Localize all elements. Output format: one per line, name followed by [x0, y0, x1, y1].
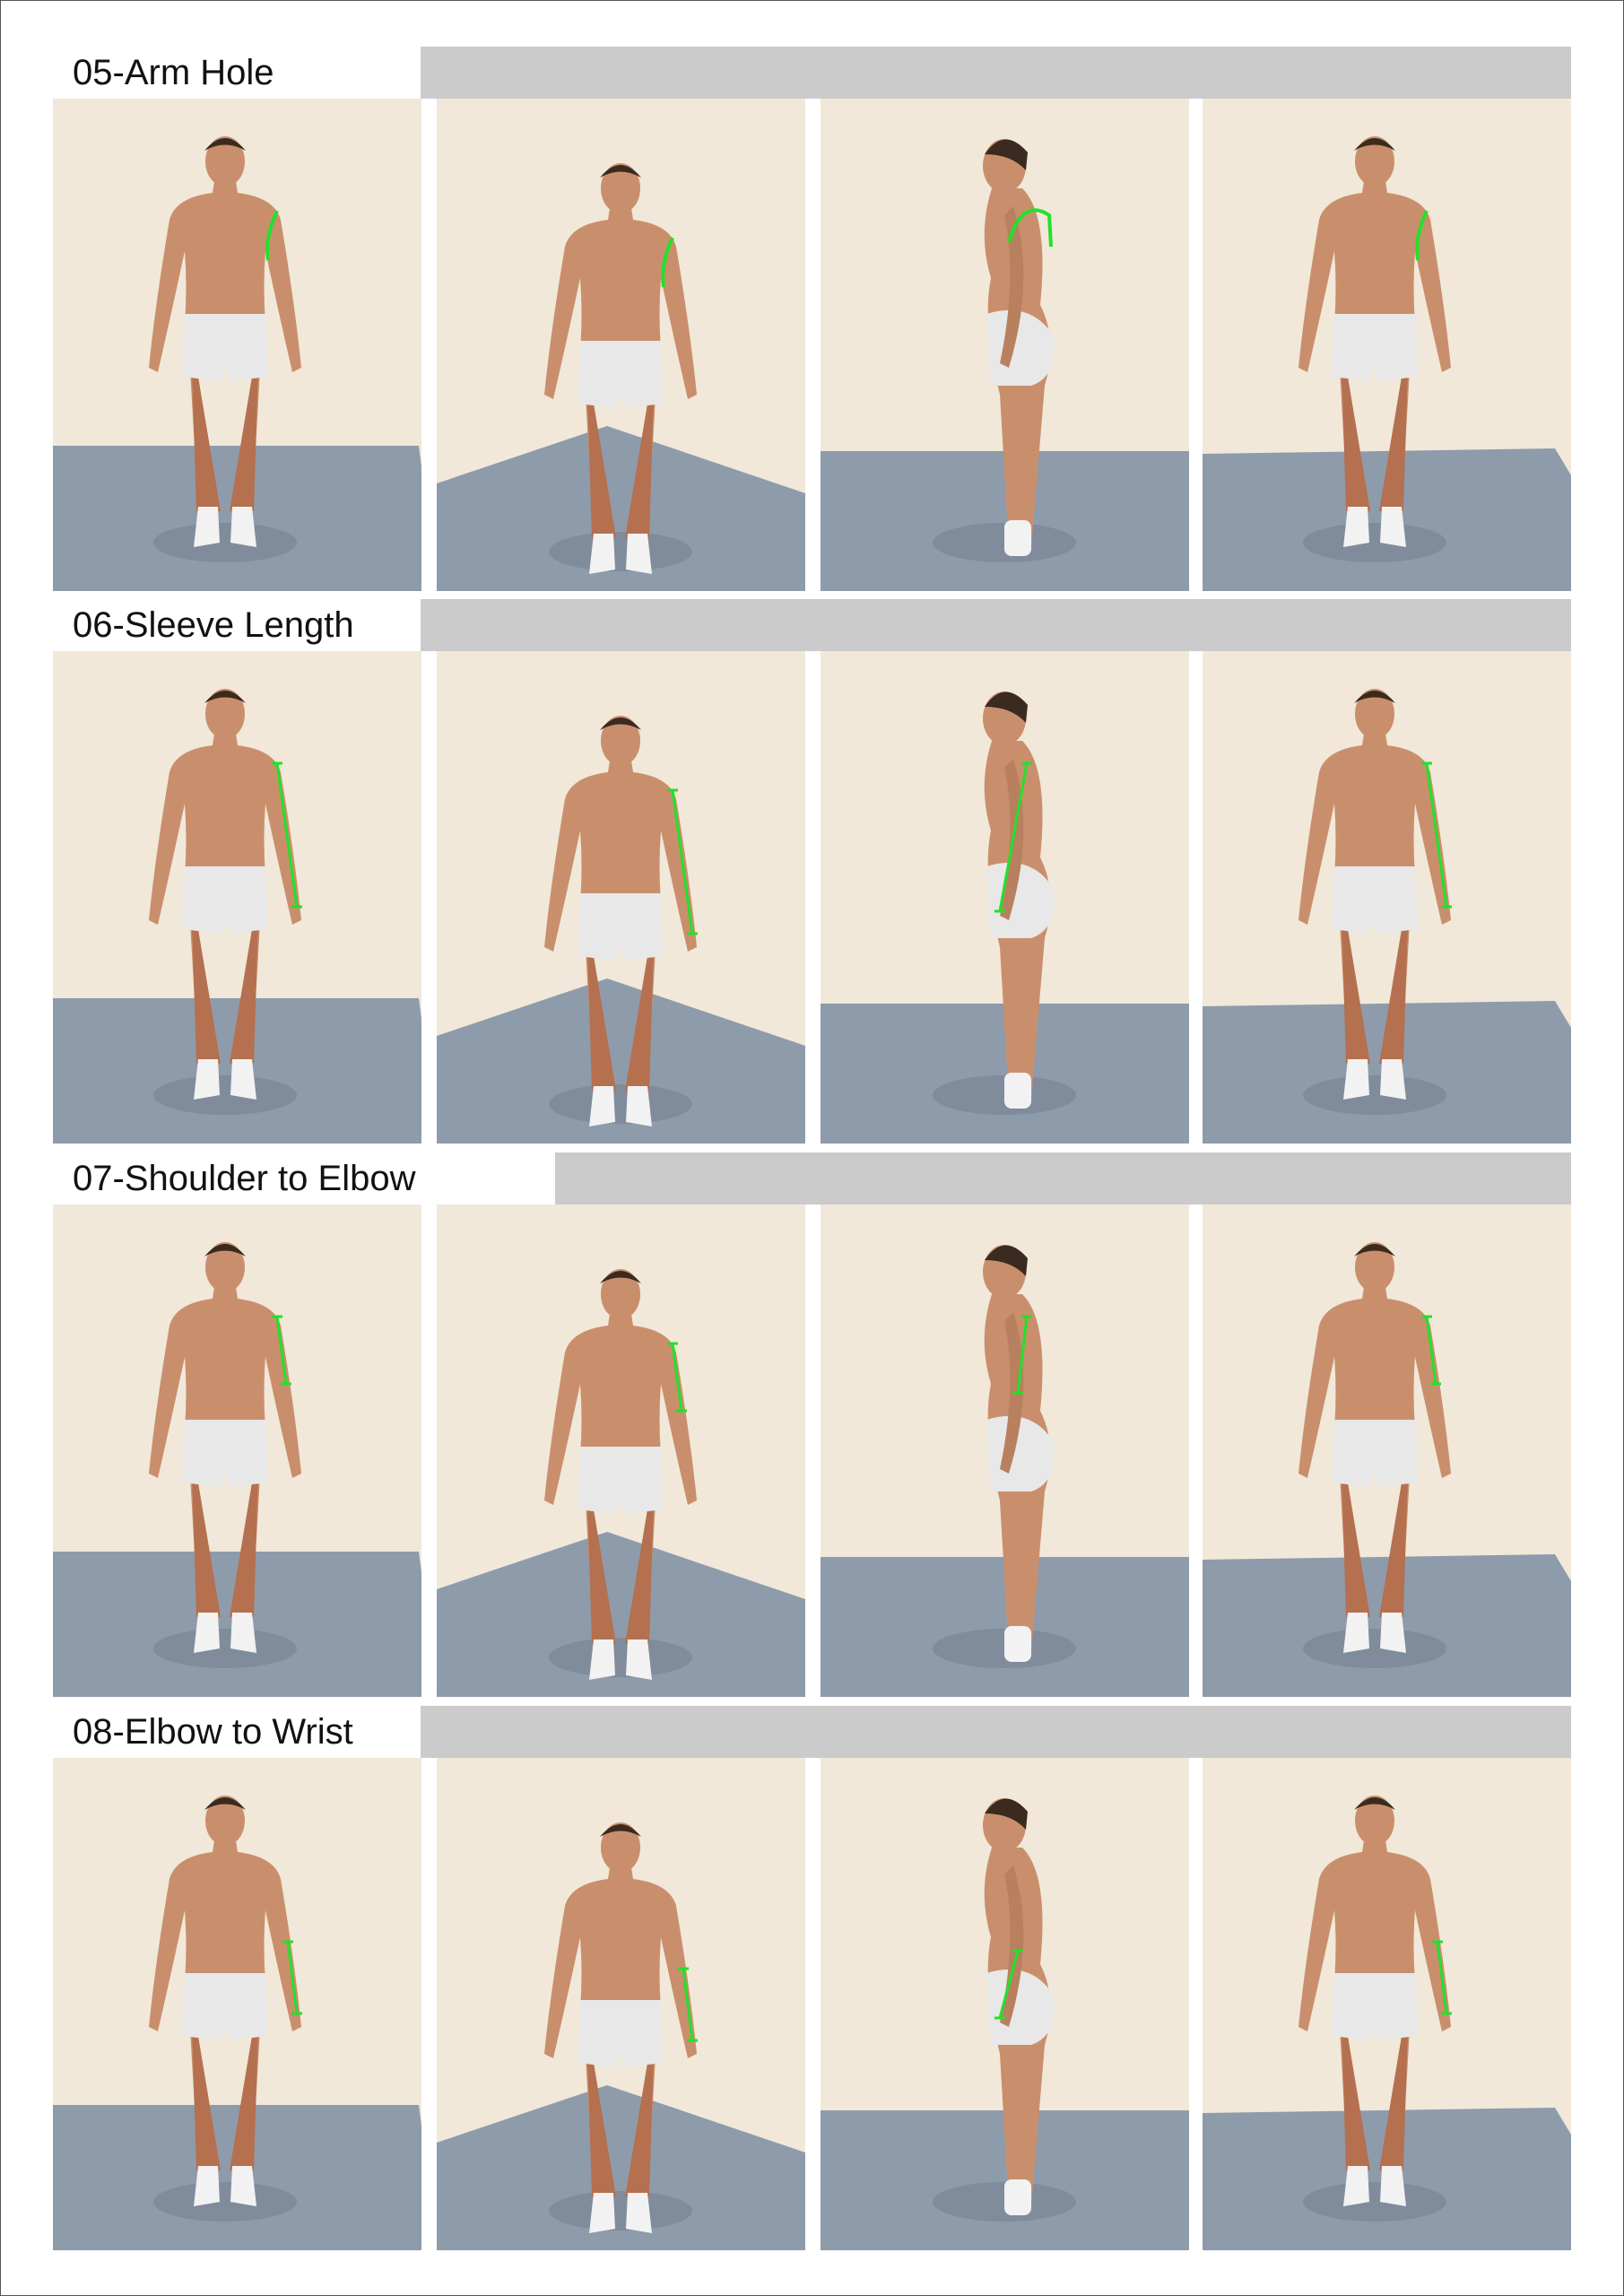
body-figure-image: [53, 1205, 421, 1697]
figure-back-view: [1203, 1205, 1571, 1697]
body-figure: [1298, 689, 1451, 1115]
body-figure: [1298, 1796, 1451, 2222]
figure-three-quarter-view: [437, 99, 805, 591]
body-figure-image: [1203, 1758, 1571, 2250]
measurement-line: [1415, 210, 1429, 261]
section-title: 08-Elbow to Wrist: [53, 1706, 421, 1758]
figure-three-quarter-view: [437, 651, 805, 1144]
measurement-line: [282, 1940, 302, 2015]
measurement-line: [661, 237, 674, 288]
body-figure-image: [437, 1205, 805, 1697]
body-figure-image: [53, 1758, 421, 2250]
body-figure: [149, 136, 301, 562]
body-figure-image: [53, 651, 421, 1144]
figure-side-view: [821, 651, 1189, 1144]
body-figure-image: [1203, 99, 1571, 591]
floor: [821, 2110, 1189, 2250]
figure-back-view: [1203, 1758, 1571, 2250]
floor: [821, 451, 1189, 591]
body-figure-image: [1203, 1205, 1571, 1697]
floor: [437, 426, 805, 591]
body-figure-image: [1203, 651, 1571, 1144]
measurement-line: [678, 1967, 698, 2042]
measurement-line: [1007, 208, 1053, 248]
body-figure: [149, 1242, 301, 1668]
measurement-line: [667, 788, 698, 935]
body-figure: [933, 139, 1076, 562]
figure-front-view: [53, 651, 421, 1144]
body-figure-image: [437, 1758, 805, 2250]
figure-side-view: [821, 99, 1189, 591]
section-arm-hole: 05-Arm Hole: [53, 47, 1571, 591]
figure-three-quarter-view: [437, 1205, 805, 1697]
section-title: 07-Shoulder to Elbow: [53, 1152, 555, 1205]
figure-front-view: [53, 1758, 421, 2250]
measurement-line: [272, 761, 302, 909]
body-figure: [1298, 1242, 1451, 1668]
body-figure: [933, 1245, 1076, 1668]
body-figure: [544, 163, 697, 574]
body-figure-image: [437, 99, 805, 591]
floor: [821, 1557, 1189, 1697]
floor: [437, 978, 805, 1144]
body-figure: [149, 1796, 301, 2222]
floor: [437, 2085, 805, 2250]
measurement-line: [1012, 1315, 1032, 1395]
section-title: 06-Sleeve Length: [53, 599, 421, 651]
body-figure: [544, 716, 697, 1126]
measurement-line: [667, 1342, 687, 1413]
measurement-line: [994, 761, 1032, 913]
body-figure: [1298, 136, 1451, 562]
figure-three-quarter-view: [437, 1758, 805, 2250]
body-figure: [544, 1269, 697, 1680]
body-figure-image: [821, 1758, 1189, 2250]
section-elbow-to-wrist: 08-Elbow to Wrist: [53, 1706, 1571, 2250]
body-figure-image: [821, 651, 1189, 1144]
section-title: 05-Arm Hole: [53, 47, 421, 99]
body-figure: [149, 689, 301, 1115]
measurement-line: [994, 1949, 1023, 2020]
floor: [437, 1532, 805, 1697]
body-figure-image: [53, 99, 421, 591]
figure-back-view: [1203, 651, 1571, 1144]
measurement-line: [265, 210, 279, 261]
figure-front-view: [53, 99, 421, 591]
body-figure: [933, 1798, 1076, 2222]
body-figure-image: [821, 99, 1189, 591]
floor: [821, 1004, 1189, 1144]
body-figure-image: [437, 651, 805, 1144]
section-shoulder-to-elbow: 07-Shoulder to Elbow: [53, 1152, 1571, 1697]
section-sleeve-length: 06-Sleeve Length: [53, 599, 1571, 1144]
figure-front-view: [53, 1205, 421, 1697]
measurement-line: [272, 1315, 291, 1386]
body-figure-image: [821, 1205, 1189, 1697]
measurement-line: [1421, 761, 1452, 909]
figure-back-view: [1203, 99, 1571, 591]
figure-side-view: [821, 1758, 1189, 2250]
body-figure: [544, 1822, 697, 2233]
measurement-line: [1432, 1940, 1452, 2015]
measurement-line: [1421, 1315, 1441, 1386]
figure-side-view: [821, 1205, 1189, 1697]
